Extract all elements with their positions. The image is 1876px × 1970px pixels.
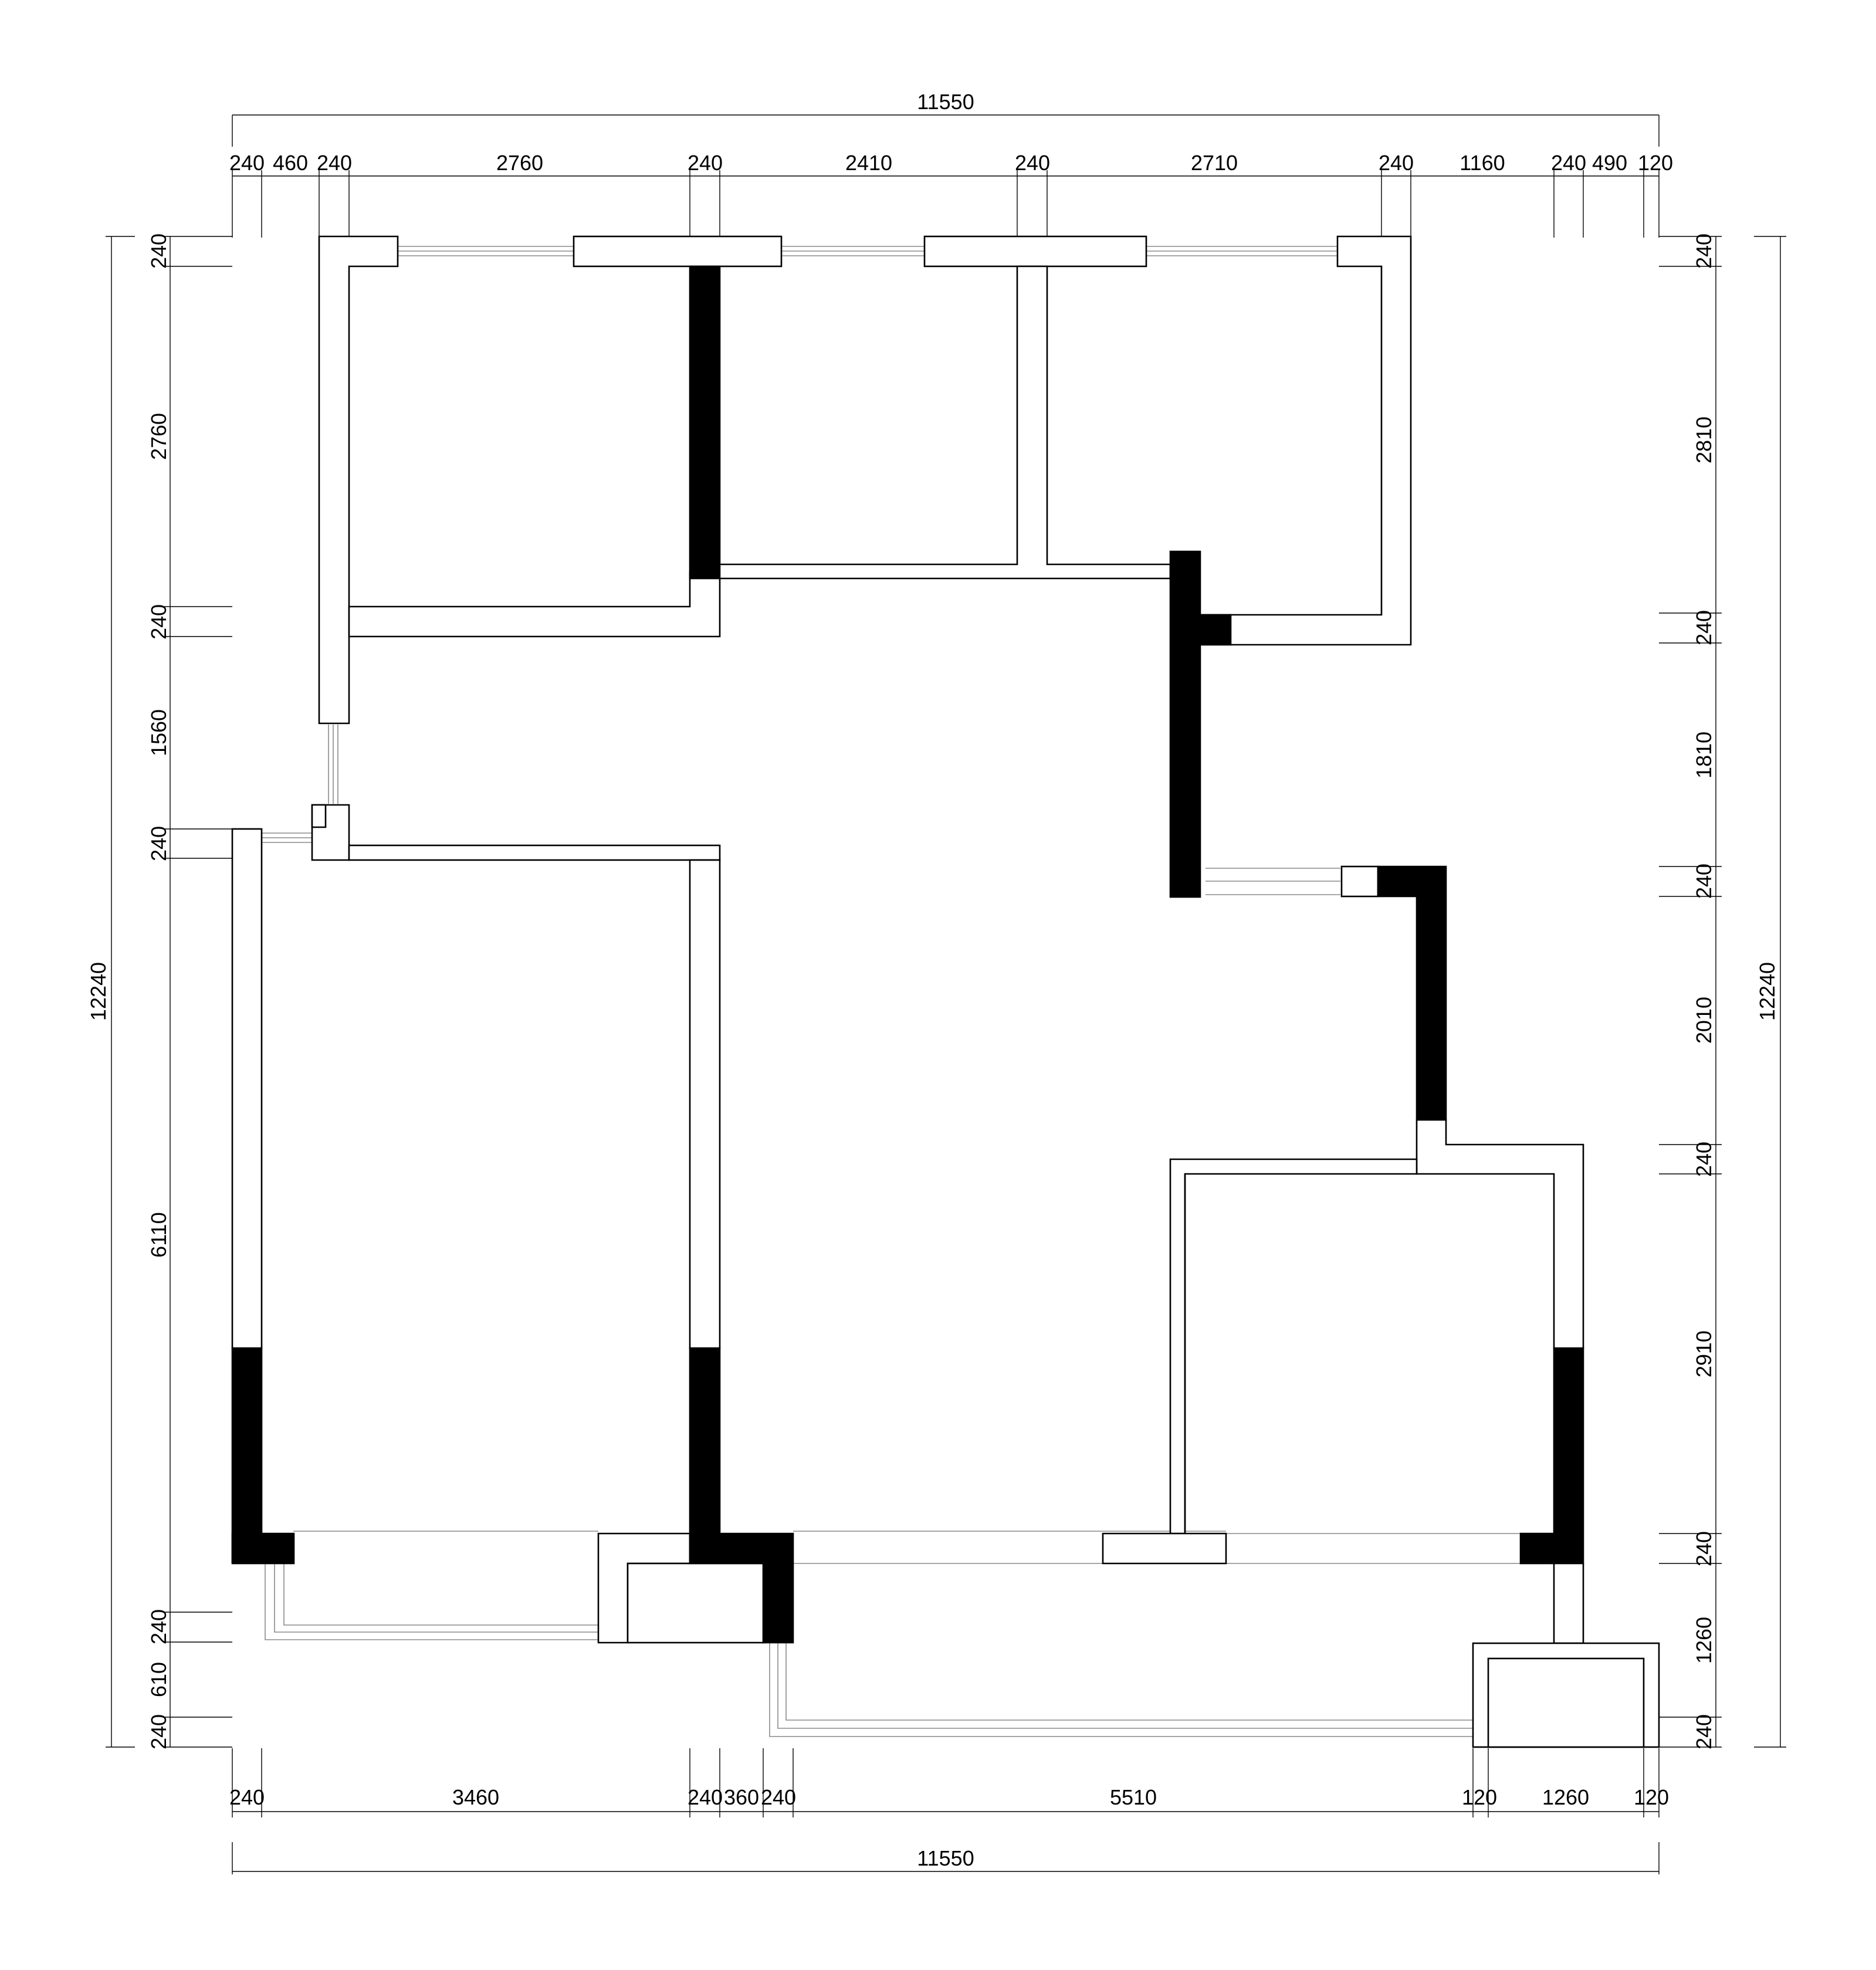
top-total-dimension: 11550 bbox=[917, 90, 974, 114]
top-dim-7: 240 bbox=[1015, 151, 1050, 175]
wall-top-beam-2 bbox=[923, 235, 1147, 268]
top-dim-6: 2410 bbox=[845, 151, 892, 175]
balcony-right-rail bbox=[769, 1531, 1531, 1737]
right-total-dimension: 12240 bbox=[1755, 962, 1779, 1021]
right-dim-2: 2810 bbox=[1692, 417, 1716, 463]
right-dim-7: 240 bbox=[1692, 1142, 1716, 1177]
top-dim-12: 490 bbox=[1592, 151, 1627, 175]
top-dim-13: 120 bbox=[1638, 151, 1673, 175]
wall-small-pillar-notch bbox=[311, 804, 327, 828]
wall-solid-right-l bbox=[1377, 865, 1447, 1121]
left-total-dimension: 12240 bbox=[86, 962, 110, 1021]
wall-solid-mid-1 bbox=[689, 265, 721, 580]
wall-solid-right-lower bbox=[1553, 1347, 1584, 1565]
left-dim-2: 2760 bbox=[147, 413, 171, 460]
left-dim-6: 6110 bbox=[147, 1212, 171, 1257]
right-dimensions: 240 2810 240 1810 240 2010 240 2910 240 … bbox=[1659, 233, 1786, 1749]
wall-solid-left-foot bbox=[231, 1532, 295, 1565]
wall-solid-right-1 bbox=[1169, 550, 1201, 898]
wall-bedroom2-right bbox=[689, 859, 721, 1349]
wall-room-t-foot bbox=[1102, 1532, 1227, 1565]
bottom-dimensions: 240 3460 240 360 240 5510 120 1260 120 1… bbox=[229, 1748, 1669, 1874]
bottom-dim-7: 120 bbox=[1462, 1785, 1497, 1809]
window-top-2 bbox=[781, 246, 925, 256]
wall-bedroom2-top bbox=[348, 844, 721, 861]
top-dim-10: 1160 bbox=[1460, 151, 1505, 175]
left-dim-9: 240 bbox=[147, 1714, 171, 1749]
right-dim-3: 240 bbox=[1692, 610, 1716, 645]
wall-bedroom2-left bbox=[231, 828, 263, 1349]
wall-bedroom1-bottom bbox=[348, 571, 721, 638]
wall-right-stub bbox=[1553, 1562, 1584, 1644]
wall-top-right-corner bbox=[1201, 235, 1412, 646]
right-dim-6: 2010 bbox=[1692, 997, 1716, 1044]
wall-solid-center-lower bbox=[689, 1347, 721, 1535]
top-dim-5: 240 bbox=[688, 151, 723, 175]
right-dim-9: 240 bbox=[1692, 1531, 1716, 1566]
bottom-dim-2: 3460 bbox=[452, 1785, 499, 1809]
wall-bottom-right-box-inner bbox=[1487, 1657, 1645, 1748]
window-top-1 bbox=[398, 246, 574, 256]
top-dimensions: 11550 240 460 240 2760 240 2410 240 2710… bbox=[229, 90, 1673, 238]
wall-top-left-corner bbox=[318, 235, 399, 725]
wall-top-beam-1 bbox=[573, 235, 783, 268]
top-dim-1: 240 bbox=[229, 151, 265, 175]
left-dim-7: 240 bbox=[147, 1609, 171, 1644]
wall-solid-bottom-t bbox=[689, 1532, 794, 1644]
bottom-dim-4: 360 bbox=[724, 1785, 759, 1809]
bottom-dim-3: 240 bbox=[688, 1785, 723, 1809]
bottom-dim-1: 240 bbox=[229, 1785, 265, 1809]
window-top-3 bbox=[1144, 246, 1337, 256]
left-dim-8: 610 bbox=[147, 1662, 171, 1697]
top-dim-2: 460 bbox=[273, 151, 308, 175]
wall-bottom-middle-box bbox=[627, 1562, 765, 1644]
wall-solid-right-foot bbox=[1519, 1532, 1555, 1565]
bottom-dim-5: 240 bbox=[761, 1785, 796, 1809]
top-dim-11: 240 bbox=[1551, 151, 1586, 175]
left-dim-3: 240 bbox=[147, 604, 171, 639]
window-left-mid bbox=[328, 725, 338, 804]
wall-partition-t bbox=[719, 265, 1171, 580]
right-dim-8: 2910 bbox=[1692, 1331, 1716, 1377]
wall-solid-left-lower bbox=[231, 1347, 263, 1563]
bottom-dim-8: 1260 bbox=[1542, 1785, 1589, 1809]
bottom-total-dimension: 11550 bbox=[917, 1846, 974, 1870]
right-dim-4: 1810 bbox=[1692, 732, 1716, 778]
right-dim-10: 1260 bbox=[1692, 1617, 1716, 1664]
wall-window-pier bbox=[1340, 865, 1379, 898]
right-dim-11: 240 bbox=[1692, 1714, 1716, 1749]
windows bbox=[262, 246, 1531, 1737]
left-dim-4: 1560 bbox=[147, 709, 171, 756]
wall-solid-right-notch bbox=[1199, 614, 1232, 646]
right-dim-1: 240 bbox=[1692, 233, 1716, 269]
window-left-small bbox=[262, 832, 312, 843]
wall-room-inner-frame bbox=[1169, 1158, 1418, 1535]
left-dimensions: 12240 240 2760 240 1560 240 6110 240 610… bbox=[86, 233, 232, 1749]
top-dim-8: 2710 bbox=[1191, 151, 1238, 175]
top-dim-3: 240 bbox=[317, 151, 352, 175]
top-dim-9: 240 bbox=[1379, 151, 1414, 175]
bottom-dim-9: 120 bbox=[1634, 1785, 1669, 1809]
wall-right-step bbox=[1416, 1119, 1584, 1349]
bottom-dim-6: 5510 bbox=[1110, 1785, 1157, 1809]
left-dim-5: 240 bbox=[147, 826, 171, 861]
top-dim-4: 2760 bbox=[496, 151, 543, 175]
window-right-mid bbox=[1205, 868, 1340, 895]
balcony-left-rail bbox=[265, 1531, 598, 1640]
walls bbox=[231, 235, 1660, 1748]
right-dim-5: 240 bbox=[1692, 864, 1716, 899]
left-dim-1: 240 bbox=[147, 233, 171, 269]
